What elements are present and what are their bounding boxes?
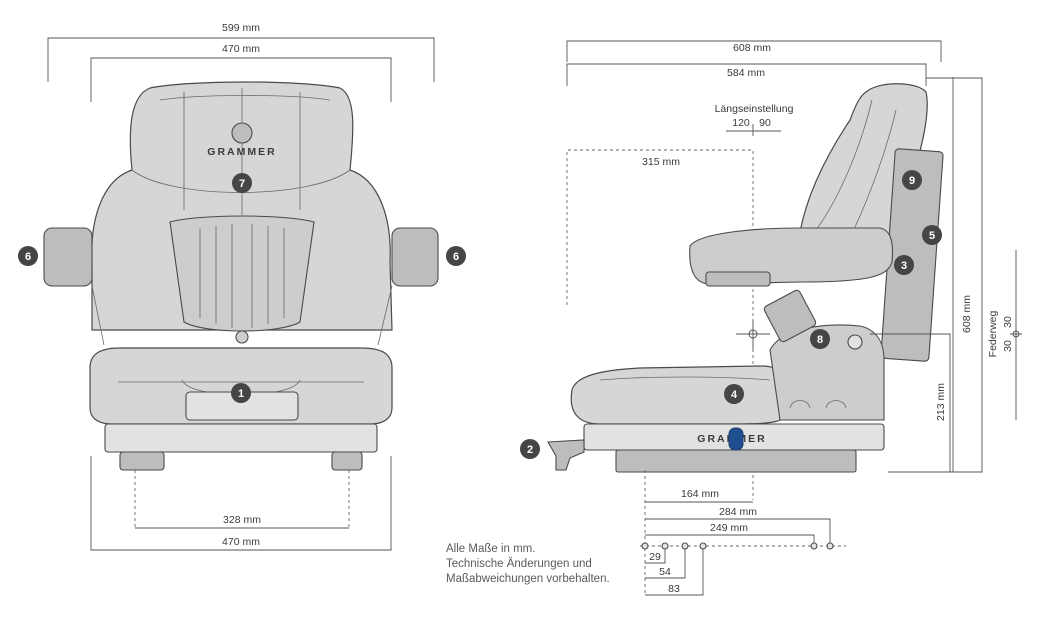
marker-7: 7 xyxy=(232,173,252,193)
dim-label-249: 249 mm xyxy=(710,522,748,534)
note-line-1: Alle Maße in mm. xyxy=(446,543,536,555)
svg-text:6: 6 xyxy=(25,251,31,263)
front-armrest-right xyxy=(391,227,439,287)
dim-line-599 xyxy=(47,37,435,82)
dim-line-284 xyxy=(645,518,831,546)
dim-label-328: 328 mm xyxy=(223,514,261,526)
dim-label-83: 83 xyxy=(668,583,680,595)
svg-text:3: 3 xyxy=(901,260,907,272)
dim-label-29: 29 xyxy=(649,551,661,563)
front-view: 599 mm 470 mm GRAMMER 328 mm 470 mm xyxy=(18,22,466,551)
svg-text:1: 1 xyxy=(238,388,244,400)
dim-label-54: 54 xyxy=(659,566,671,578)
side-seat-cushion xyxy=(570,365,791,425)
suspension-indicator xyxy=(728,427,744,451)
marker-6-left: 6 xyxy=(18,246,38,266)
marker-8: 8 xyxy=(810,329,830,349)
dim-line-249 xyxy=(645,534,815,546)
svg-text:5: 5 xyxy=(929,230,935,242)
dim-label-284: 284 mm xyxy=(719,506,757,518)
fore-aft-forward: 90 xyxy=(759,117,771,129)
svg-text:4: 4 xyxy=(731,389,738,401)
marker-6-right: 6 xyxy=(446,246,466,266)
sip-crosshair xyxy=(736,320,770,350)
svg-text:8: 8 xyxy=(817,334,823,346)
grammer-logo-front xyxy=(231,122,253,144)
svg-text:7: 7 xyxy=(239,178,245,190)
suspension-dim-line xyxy=(1010,250,1022,420)
dim-label-599: 599 mm xyxy=(222,22,260,34)
dim-label-584: 584 mm xyxy=(727,67,765,79)
dim-line-213 xyxy=(870,333,951,472)
marker-1: 1 xyxy=(231,383,251,403)
dim-line-608-height xyxy=(926,77,983,473)
dim-line-470-bottom xyxy=(90,456,392,551)
side-base-lower xyxy=(615,449,857,473)
svg-text:6: 6 xyxy=(453,251,459,263)
dim-label-164: 164 mm xyxy=(681,488,719,500)
dim-line-584 xyxy=(566,63,927,86)
side-lever xyxy=(547,439,585,471)
fore-aft-arrow xyxy=(726,124,781,136)
suspension-down: 30 xyxy=(1002,340,1014,352)
marker-9: 9 xyxy=(902,170,922,190)
svg-text:9: 9 xyxy=(909,175,915,187)
dim-label-608-top: 608 mm xyxy=(733,42,771,54)
note-line-3: Maßabweichungen vorbehalten. xyxy=(446,573,610,585)
brand-text-front: GRAMMER xyxy=(207,146,276,158)
front-lumbar-panel xyxy=(169,215,315,332)
side-view: 608 mm 584 mm Längseinstellung 120 90 31… xyxy=(520,40,1022,596)
fore-aft-back: 120 xyxy=(732,117,750,129)
suspension-label: Federweg xyxy=(987,311,999,358)
dim-label-315: 315 mm xyxy=(642,156,680,168)
fore-aft-label: Längseinstellung xyxy=(715,103,794,115)
svg-text:2: 2 xyxy=(527,444,533,456)
dim-line-608-top xyxy=(566,40,942,62)
side-armrest xyxy=(689,227,894,285)
front-base xyxy=(104,423,378,453)
dim-label-470-top: 470 mm xyxy=(222,43,260,55)
marker-4: 4 xyxy=(724,384,744,404)
front-base-left-foot xyxy=(119,451,165,471)
marker-3: 3 xyxy=(894,255,914,275)
dimensions-note: Alle Maße in mm. Technische Änderungen u… xyxy=(446,542,646,587)
front-base-right-foot xyxy=(331,451,363,471)
marker-2: 2 xyxy=(520,439,540,459)
marker-5: 5 xyxy=(922,225,942,245)
dim-label-470-bottom: 470 mm xyxy=(222,536,260,548)
side-lumbar-knob xyxy=(763,289,817,343)
dim-label-213: 213 mm xyxy=(935,383,947,421)
note-line-2: Technische Änderungen und xyxy=(446,558,592,570)
suspension-up: 30 xyxy=(1002,316,1014,328)
dim-line-470-top xyxy=(90,57,392,102)
front-armrest-left xyxy=(43,227,93,287)
dim-label-608-height: 608 mm xyxy=(961,295,973,333)
